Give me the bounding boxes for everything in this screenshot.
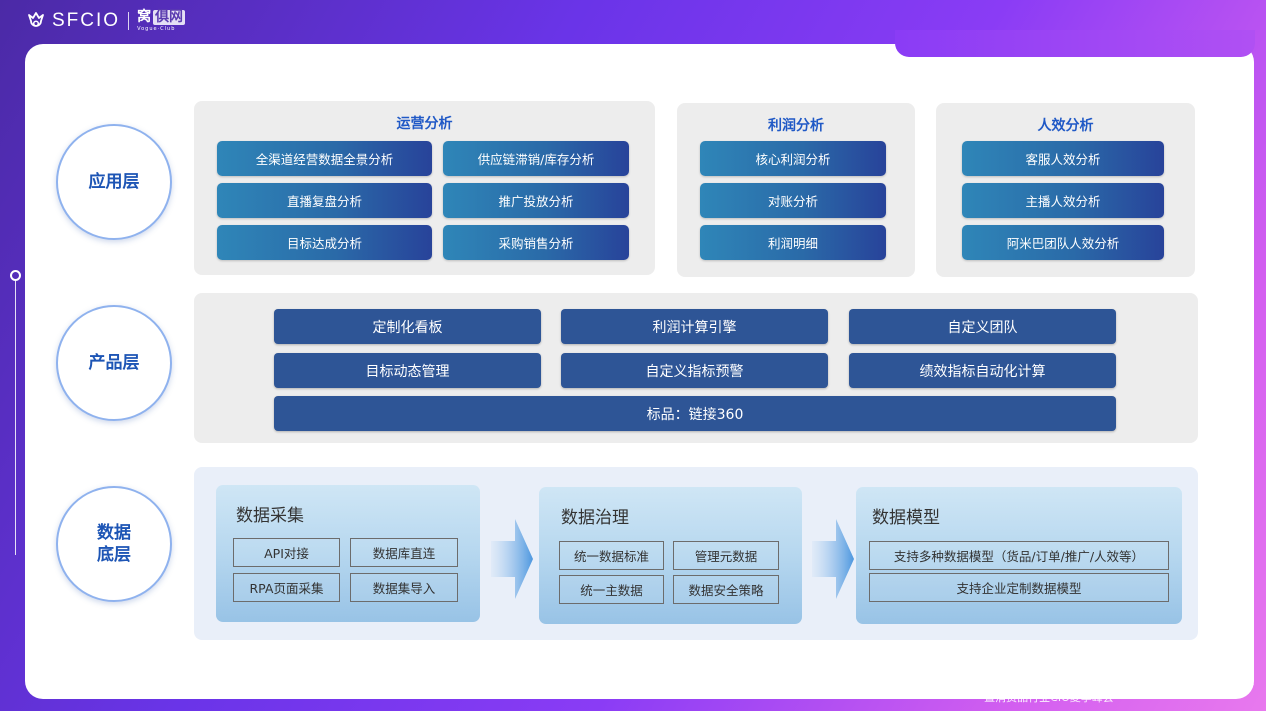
event-title-text: 全国消费品行业转型高峰论坛 [1072, 672, 1254, 688]
data-block-title: 数据采集 [236, 506, 304, 526]
data-cell[interactable]: 统一数据标准 [559, 541, 664, 570]
event-title: 第十届SFCIO全国消费品行业转型高峰论坛 暨消费品行业CIO夏季峰会 [984, 669, 1254, 705]
product-item[interactable]: 自定义团队 [849, 309, 1116, 344]
partner-sub: Vogue·Club [137, 26, 176, 32]
layer-data-label-2: 底层 [97, 545, 131, 565]
panel-data: 数据采集 API对接 数据库直连 RPA页面采集 数据集导入 数据治理 统一数据… [194, 467, 1198, 640]
data-cell[interactable]: 支持企业定制数据模型 [869, 573, 1169, 602]
data-cell[interactable]: 数据安全策略 [673, 575, 779, 604]
data-cell[interactable]: 支持多种数据模型（货品/订单/推广/人效等） [869, 541, 1169, 570]
product-item[interactable]: 绩效指标自动化计算 [849, 353, 1116, 388]
side-rail [10, 270, 21, 555]
event-subtitle: 暨消费品行业CIO夏季峰会 [984, 691, 1114, 704]
product-wide-item[interactable]: 标品：链接360 [274, 396, 1116, 431]
app-item[interactable]: 目标达成分析 [217, 225, 432, 260]
data-cell[interactable]: 数据库直连 [350, 538, 458, 567]
app-item[interactable]: 利润明细 [700, 225, 886, 260]
app-item[interactable]: 主播人效分析 [962, 183, 1164, 218]
crown-flower-icon [28, 12, 44, 27]
flow-arrow-icon [491, 519, 533, 599]
app-item[interactable]: 核心利润分析 [700, 141, 886, 176]
brand-name: SFCIO [52, 10, 121, 31]
panel-profit: 利润分析 核心利润分析 对账分析 利润明细 [677, 103, 915, 277]
app-item[interactable]: 全渠道经营数据全景分析 [217, 141, 432, 176]
data-cell[interactable]: 管理元数据 [673, 541, 779, 570]
event-prefix: 第十届 [984, 672, 1027, 688]
app-item[interactable]: 对账分析 [700, 183, 886, 218]
product-item[interactable]: 利润计算引擎 [561, 309, 828, 344]
data-cell[interactable]: RPA页面采集 [233, 573, 340, 602]
layer-data-label-1: 数据 [97, 523, 131, 543]
panel-product: 定制化看板 利润计算引擎 自定义团队 目标动态管理 自定义指标预警 绩效指标自动… [194, 293, 1198, 443]
product-item[interactable]: 定制化看板 [274, 309, 541, 344]
panel-efficiency: 人效分析 客服人效分析 主播人效分析 阿米巴团队人效分析 [936, 103, 1195, 277]
data-block-title: 数据治理 [561, 508, 629, 528]
data-cell[interactable]: 统一主数据 [559, 575, 664, 604]
layer-application: 应用层 [56, 124, 172, 240]
data-cell[interactable]: API对接 [233, 538, 340, 567]
event-brand: SFCIO [1026, 671, 1072, 688]
logo-divider [128, 12, 130, 30]
app-item[interactable]: 推广投放分析 [443, 183, 629, 218]
app-item[interactable]: 采购销售分析 [443, 225, 629, 260]
card-notch [895, 30, 1255, 57]
data-block-title: 数据模型 [872, 508, 940, 528]
product-item[interactable]: 自定义指标预警 [561, 353, 828, 388]
panel-efficiency-title: 人效分析 [1037, 118, 1094, 134]
app-item[interactable]: 阿米巴团队人效分析 [962, 225, 1164, 260]
partner-boxed: 俱网 [153, 9, 186, 25]
layer-product: 产品层 [56, 305, 172, 421]
partner-logo: 窝 俱网 Vogue·Club [137, 9, 186, 32]
panel-profit-title: 利润分析 [768, 118, 824, 134]
layer-application-label: 应用层 [88, 172, 140, 192]
app-item[interactable]: 客服人效分析 [962, 141, 1164, 176]
panel-operations: 运营分析 全渠道经营数据全景分析 供应链滞销/库存分析 直播复盘分析 推广投放分… [194, 101, 655, 275]
rail-line [15, 280, 16, 555]
data-block-governance: 数据治理 统一数据标准 管理元数据 统一主数据 数据安全策略 [539, 487, 802, 624]
layer-product-label: 产品层 [88, 353, 140, 373]
panel-operations-title: 运营分析 [396, 116, 453, 132]
partner-char: 窝 [137, 9, 152, 25]
app-item[interactable]: 直播复盘分析 [217, 183, 432, 218]
flow-arrow-icon [812, 519, 854, 599]
app-item[interactable]: 供应链滞销/库存分析 [443, 141, 629, 176]
product-item[interactable]: 目标动态管理 [274, 353, 541, 388]
data-block-model: 数据模型 支持多种数据模型（货品/订单/推广/人效等） 支持企业定制数据模型 [856, 487, 1182, 624]
layer-data: 数据 底层 [56, 486, 172, 602]
data-cell[interactable]: 数据集导入 [350, 573, 458, 602]
logo: SFCIO 窝 俱网 Vogue·Club [26, 9, 186, 32]
data-block-collection: 数据采集 API对接 数据库直连 RPA页面采集 数据集导入 [216, 485, 480, 622]
